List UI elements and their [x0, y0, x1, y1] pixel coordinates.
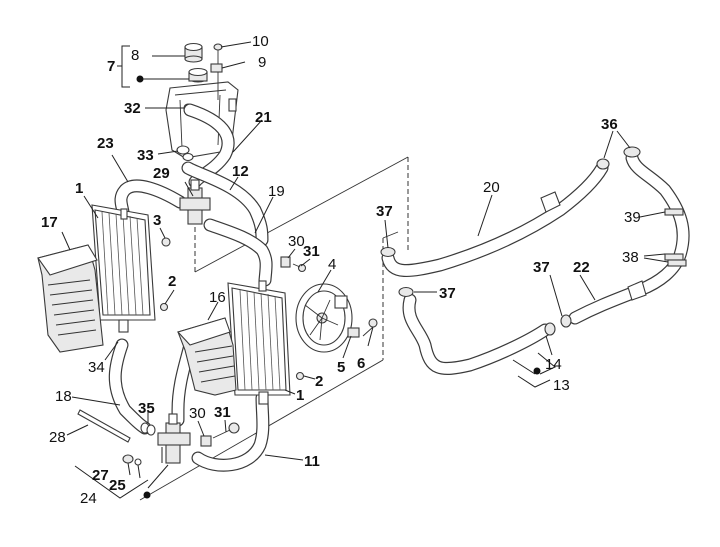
callout-5: 5 [337, 359, 345, 376]
callout-24: 24 [80, 490, 97, 507]
hose-34 [108, 338, 152, 435]
callout-29: 29 [153, 165, 170, 182]
union-29 [179, 179, 211, 225]
assembly-dot-13 [533, 367, 541, 375]
callout-13: 13 [553, 377, 570, 394]
clamp-33 [176, 145, 194, 162]
callout-23: 23 [97, 135, 114, 152]
callout-37-upper: 37 [376, 203, 393, 220]
callout-21: 21 [255, 109, 272, 126]
callout-11: 11 [304, 453, 320, 470]
callout-37-middle: 37 [439, 285, 456, 302]
bracket-5 [347, 327, 360, 338]
callout-25: 25 [109, 477, 126, 494]
cover-16 [176, 317, 237, 396]
screw-6 [362, 318, 378, 337]
callout-2-lower: 2 [315, 373, 323, 390]
screw-31a [292, 263, 307, 273]
callout-22: 22 [573, 259, 590, 276]
washer-25 [134, 458, 142, 466]
fan-4 [295, 283, 353, 353]
callout-31-upper: 31 [303, 243, 320, 260]
callout-32: 32 [124, 100, 141, 117]
clamp-35 [140, 422, 156, 436]
clamp-36b [623, 146, 641, 158]
nut-2b [295, 371, 305, 381]
callout-20: 20 [483, 179, 500, 196]
clamp-36a [596, 158, 610, 170]
hose-11 [191, 391, 270, 472]
screw-31b [212, 422, 240, 439]
assembly-dot-7 [136, 75, 144, 83]
callout-33: 33 [137, 147, 154, 164]
callout-17: 17 [41, 214, 58, 231]
callout-9: 9 [258, 54, 266, 71]
hose-20 [381, 161, 609, 278]
callout-4: 4 [328, 256, 336, 273]
callout-31-lower: 31 [214, 404, 231, 421]
callout-19: 19 [268, 183, 285, 200]
screw-3 [161, 237, 171, 247]
callout-39: 39 [624, 209, 641, 226]
callout-34: 34 [88, 359, 105, 376]
nut-2a [159, 302, 169, 312]
clamp-37c [560, 314, 572, 328]
clamp-37b [398, 286, 414, 298]
callout-28: 28 [49, 429, 66, 446]
bracket-9 [210, 63, 223, 73]
callout-38: 38 [622, 249, 639, 266]
callout-8: 8 [131, 47, 139, 64]
clamp-37a [380, 246, 396, 258]
hose-12 [181, 161, 269, 247]
tank-filler-neck [188, 67, 208, 83]
union-24 [157, 413, 191, 464]
bracket-30b [200, 435, 212, 447]
plug-27 [122, 454, 134, 464]
bracket-30a [280, 256, 291, 268]
strap-28 [77, 409, 131, 443]
hose-19 [203, 218, 273, 287]
hose-22 [568, 151, 690, 325]
callout-27: 27 [92, 467, 109, 484]
hose-23 [114, 179, 187, 219]
callout-12: 12 [232, 163, 249, 180]
callout-16: 16 [209, 289, 226, 306]
callout-3: 3 [153, 212, 161, 229]
callout-7: 7 [107, 58, 115, 75]
radiator-lower [227, 280, 291, 405]
hose-13-pipe [402, 293, 552, 375]
radiator-upper [91, 204, 156, 333]
callout-35: 35 [138, 400, 155, 417]
callout-14: 14 [545, 356, 562, 373]
callout-1-upper: 1 [75, 180, 83, 197]
clamp-14 [544, 322, 556, 336]
callout-36: 36 [601, 116, 618, 133]
callout-30-upper: 30 [288, 233, 305, 250]
tank-cap [184, 42, 203, 63]
callout-10: 10 [252, 33, 269, 50]
radiator-lower-fins [239, 289, 281, 391]
assembly-dot-24 [143, 491, 151, 499]
callout-6: 6 [357, 355, 365, 372]
callout-18: 18 [55, 388, 72, 405]
callout-30-lower: 30 [189, 405, 206, 422]
radiator-fins [101, 211, 144, 316]
leader-lines [61, 41, 669, 499]
callout-1-lower: 1 [296, 387, 304, 404]
cover-17 [37, 244, 104, 353]
callout-37-lower: 37 [533, 259, 550, 276]
callout-2-upper: 2 [168, 273, 176, 290]
callout-labels: 8 7 10 9 32 21 23 33 12 29 19 1 17 3 2 3… [41, 33, 641, 507]
